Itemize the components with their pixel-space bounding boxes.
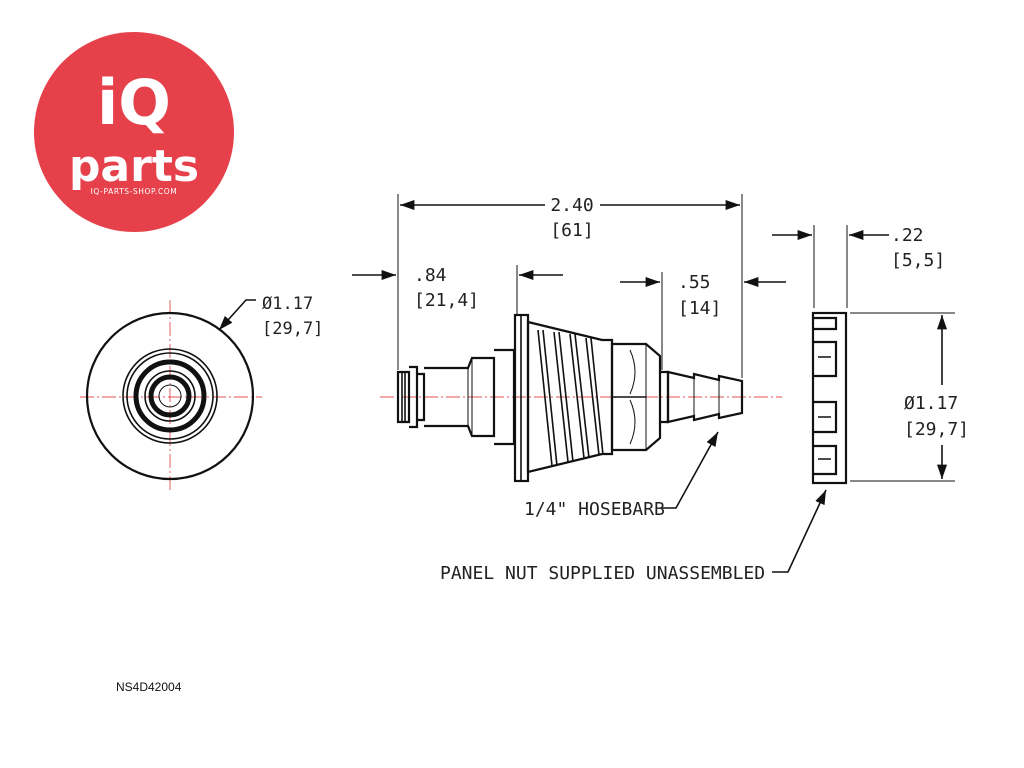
end-view-insert-ring <box>144 370 196 422</box>
dim-nut-width-mm: [5,5] <box>891 250 945 271</box>
nut-tooth <box>813 340 838 378</box>
hex-curves <box>629 349 636 445</box>
threaded-body <box>526 320 614 474</box>
end-view-bore <box>158 384 182 408</box>
dim-barb-in: .55 <box>678 272 711 293</box>
thread <box>574 333 590 459</box>
dim-insert-mm: [21,4] <box>414 290 479 311</box>
dim-overall-mm: [61] <box>550 220 593 241</box>
logo-url: IQ-PARTS-SHOP.COM <box>91 187 178 196</box>
end-view-dia-leader <box>218 299 256 331</box>
end-view-seal-ring <box>133 359 207 433</box>
nut-tooth-detail <box>818 356 831 460</box>
dim-nut-dia-in: Ø1.17 <box>904 393 958 414</box>
side-view-fitting <box>380 313 782 483</box>
dim-overall-in: 2.40 <box>550 195 593 216</box>
thread <box>585 337 600 456</box>
callouts: 1/4" HOSEBARB PANEL NUT SUPPLIED UNASSEM… <box>440 431 827 584</box>
end-view-dia-in: Ø1.17 <box>262 294 313 314</box>
end-view-dia-mm: [29,7] <box>262 319 323 339</box>
panel-nut-body <box>811 311 848 485</box>
thread <box>553 331 569 463</box>
insert-shank <box>424 356 496 438</box>
dimension-lines: 2.40 [61] .84 [21,4] .55 [14] .22 [5,5] … <box>352 194 969 482</box>
hosebarb-callout: 1/4" HOSEBARB <box>524 499 665 520</box>
logo-brand-bottom: parts <box>69 141 199 192</box>
logo-circle <box>34 32 234 232</box>
oring-step <box>417 372 426 422</box>
brand-logo: iQ parts IQ-PARTS-SHOP.COM <box>34 32 234 232</box>
thread <box>558 331 574 463</box>
panel-nut-callout: PANEL NUT SUPPLIED UNASSEMBLED <box>440 563 765 584</box>
panel-nut-leader <box>772 489 827 573</box>
end-view: Ø1.17 [29,7] <box>80 294 323 492</box>
end-view-bore-ring <box>148 374 192 418</box>
dim-insert-in: .84 <box>414 265 447 286</box>
end-view-outer-flange <box>85 311 255 481</box>
dim-barb-mm: [14] <box>678 298 721 319</box>
thread <box>537 329 553 467</box>
thread <box>569 333 585 459</box>
logo-brand-top: iQ <box>97 66 171 139</box>
end-view-body-ring-inner <box>126 352 214 440</box>
nut-tooth <box>813 316 838 331</box>
part-number: NS4D42004 <box>116 680 182 694</box>
thread <box>542 329 558 467</box>
dim-nut-width-in: .22 <box>891 225 924 246</box>
panel-nut <box>811 311 848 485</box>
thread-lines <box>537 329 604 467</box>
dim-nut-dia-mm: [29,7] <box>904 419 969 440</box>
oring-groove <box>409 365 419 429</box>
end-view-body-ring <box>122 348 218 444</box>
hosebarb-leader <box>662 431 719 509</box>
nut-tooth <box>813 400 838 434</box>
thread <box>590 337 604 456</box>
nut-teeth <box>813 316 838 476</box>
nut-tooth <box>813 444 838 476</box>
